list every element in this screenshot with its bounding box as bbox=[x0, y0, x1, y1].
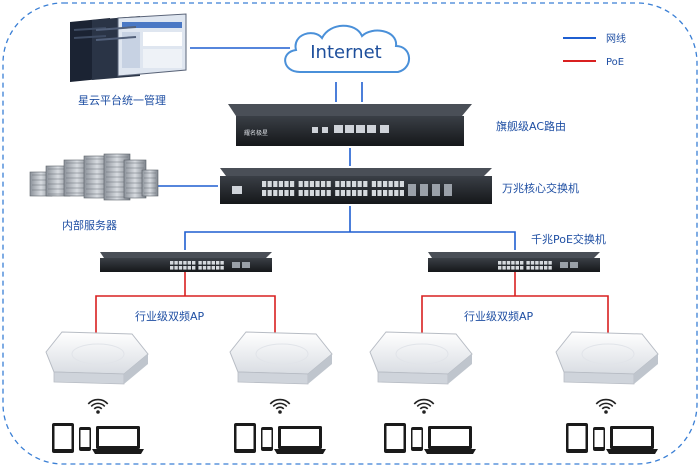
laptop-icon bbox=[424, 426, 476, 454]
network-cables bbox=[158, 47, 516, 250]
ap-label-right: 行业级双频AP bbox=[464, 309, 534, 323]
phone-icon bbox=[593, 427, 605, 451]
legend-poe-label: PoE bbox=[606, 57, 624, 68]
cloud-platform-label: 星云平台统一管理 bbox=[78, 93, 166, 107]
laptop-icon bbox=[274, 426, 326, 454]
wifi-signal-icon bbox=[87, 398, 109, 414]
client-devices bbox=[52, 398, 658, 454]
legend: 网线 PoE bbox=[563, 32, 626, 68]
wifi-signal-icon bbox=[269, 398, 291, 414]
servers-label: 内部服务器 bbox=[62, 218, 117, 232]
access-point-icon bbox=[229, 331, 333, 385]
phone-icon bbox=[261, 427, 273, 451]
tablet-icon bbox=[384, 423, 406, 453]
switch-icon bbox=[220, 168, 492, 204]
access-point-icon bbox=[555, 331, 659, 385]
wifi-signal-icon bbox=[413, 398, 435, 414]
wifi-signal-icon bbox=[595, 398, 617, 414]
access-points bbox=[45, 331, 659, 385]
phone-icon bbox=[79, 427, 91, 451]
tablet-icon bbox=[52, 423, 74, 453]
laptop-icon bbox=[92, 426, 144, 454]
access-point-icon bbox=[45, 331, 149, 385]
laptop-icon bbox=[606, 426, 658, 454]
cloud-icon: Internet bbox=[284, 24, 410, 73]
legend-network-label: 网线 bbox=[606, 32, 626, 45]
poe-cables bbox=[95, 272, 609, 345]
tablet-icon bbox=[234, 423, 256, 453]
access-point-icon bbox=[369, 331, 473, 385]
monitor-icon bbox=[70, 13, 187, 82]
phone-icon bbox=[411, 427, 423, 451]
poe-switch-right bbox=[428, 252, 600, 272]
internet-label: Internet bbox=[310, 42, 381, 63]
tablet-icon bbox=[566, 423, 588, 453]
router-icon: 耀名极星 bbox=[228, 104, 472, 146]
ap-label-left: 行业级双频AP bbox=[135, 309, 205, 323]
server-rack-icon bbox=[29, 153, 159, 201]
poe-switch-left bbox=[100, 252, 272, 272]
core-switch-label: 万兆核心交换机 bbox=[502, 181, 579, 195]
cable-core-poe-left bbox=[184, 231, 516, 250]
poe-switch-label: 千兆PoE交换机 bbox=[531, 232, 606, 246]
router-brand: 耀名极星 bbox=[244, 129, 268, 137]
ac-router-label: 旗舰级AC路由 bbox=[496, 119, 566, 133]
